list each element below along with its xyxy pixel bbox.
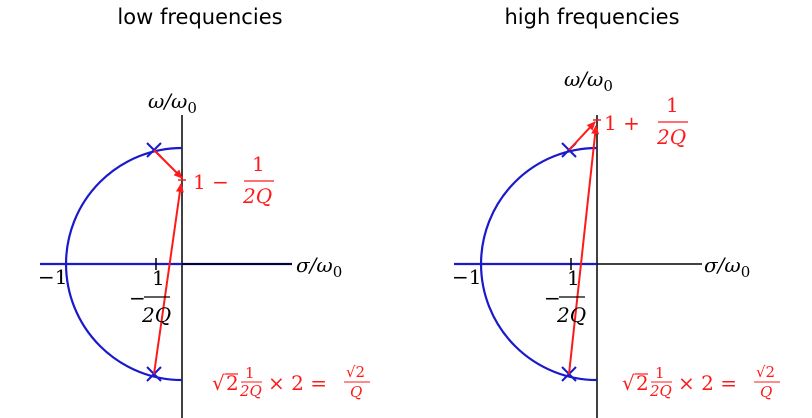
right-distance-label: √ 2 1 2Q × 2 = √2 Q <box>622 363 780 401</box>
left-distance-times: × 2 = <box>268 371 327 395</box>
left-frequency-denominator: 2Q <box>242 184 272 208</box>
right-frequency-denominator: 2Q <box>656 125 686 149</box>
left-y-axis-label: ω/ω0 <box>148 89 197 117</box>
left-distance-label: √ 2 1 2Q × 2 = √2 Q <box>212 363 370 401</box>
right-x-axis-label: σ/ω0 <box>704 253 750 281</box>
right-distance-sqrt-sign: √ <box>622 371 635 395</box>
right-panel-title: high frequencies <box>504 5 679 29</box>
left-unit-semicircle <box>64 146 183 382</box>
right-distance-two: 2 <box>636 371 649 395</box>
right-distance-frac-num: 1 <box>655 364 665 382</box>
left-panel: low frequencies ω/ω0 σ/ω0 −1 1 − 2Q <box>38 5 370 418</box>
right-tick-sigma-minus: − <box>544 286 561 310</box>
right-arrow-distance <box>568 125 600 375</box>
right-distance-result-num: √2 <box>756 363 775 381</box>
left-distance-result-num: √2 <box>346 363 365 381</box>
right-distance-result-den: Q <box>760 383 772 401</box>
left-frequency-numerator: 1 <box>252 152 265 176</box>
left-tick-sigma-minus: − <box>129 286 146 310</box>
left-distance-result-den: Q <box>350 383 362 401</box>
left-arrow-to-frequency <box>153 149 183 179</box>
left-frequency-prefix: 1 − <box>193 170 229 194</box>
right-tick-sigma-numerator: 1 <box>567 266 580 290</box>
left-arrow-distance <box>153 183 184 375</box>
right-panel: high frequencies ω/ω0 σ/ω0 −1 1 − 2Q <box>452 5 780 418</box>
left-x-axis-label: σ/ω0 <box>296 253 342 281</box>
right-distance-times: × 2 = <box>678 371 737 395</box>
right-frequency-numerator: 1 <box>666 93 679 117</box>
left-panel-title: low frequencies <box>117 5 282 29</box>
right-tick-sigma-denominator: 2Q <box>556 303 586 327</box>
left-tick-sigma-denominator: 2Q <box>141 303 171 327</box>
right-arrow-to-frequency <box>568 121 596 151</box>
right-tick-minus-one: −1 <box>452 265 481 289</box>
left-tick-sigma-numerator: 1 <box>152 266 165 290</box>
left-distance-frac-num: 1 <box>245 364 255 382</box>
right-unit-semicircle <box>479 146 598 382</box>
right-distance-frac-den: 2Q <box>649 382 672 400</box>
left-distance-two: 2 <box>226 371 239 395</box>
left-distance-sqrt-sign: √ <box>212 371 225 395</box>
left-tick-minus-one: −1 <box>38 265 67 289</box>
right-frequency-prefix: 1 + <box>604 111 640 135</box>
right-y-axis-label: ω/ω0 <box>564 67 613 95</box>
left-distance-frac-den: 2Q <box>239 382 262 400</box>
